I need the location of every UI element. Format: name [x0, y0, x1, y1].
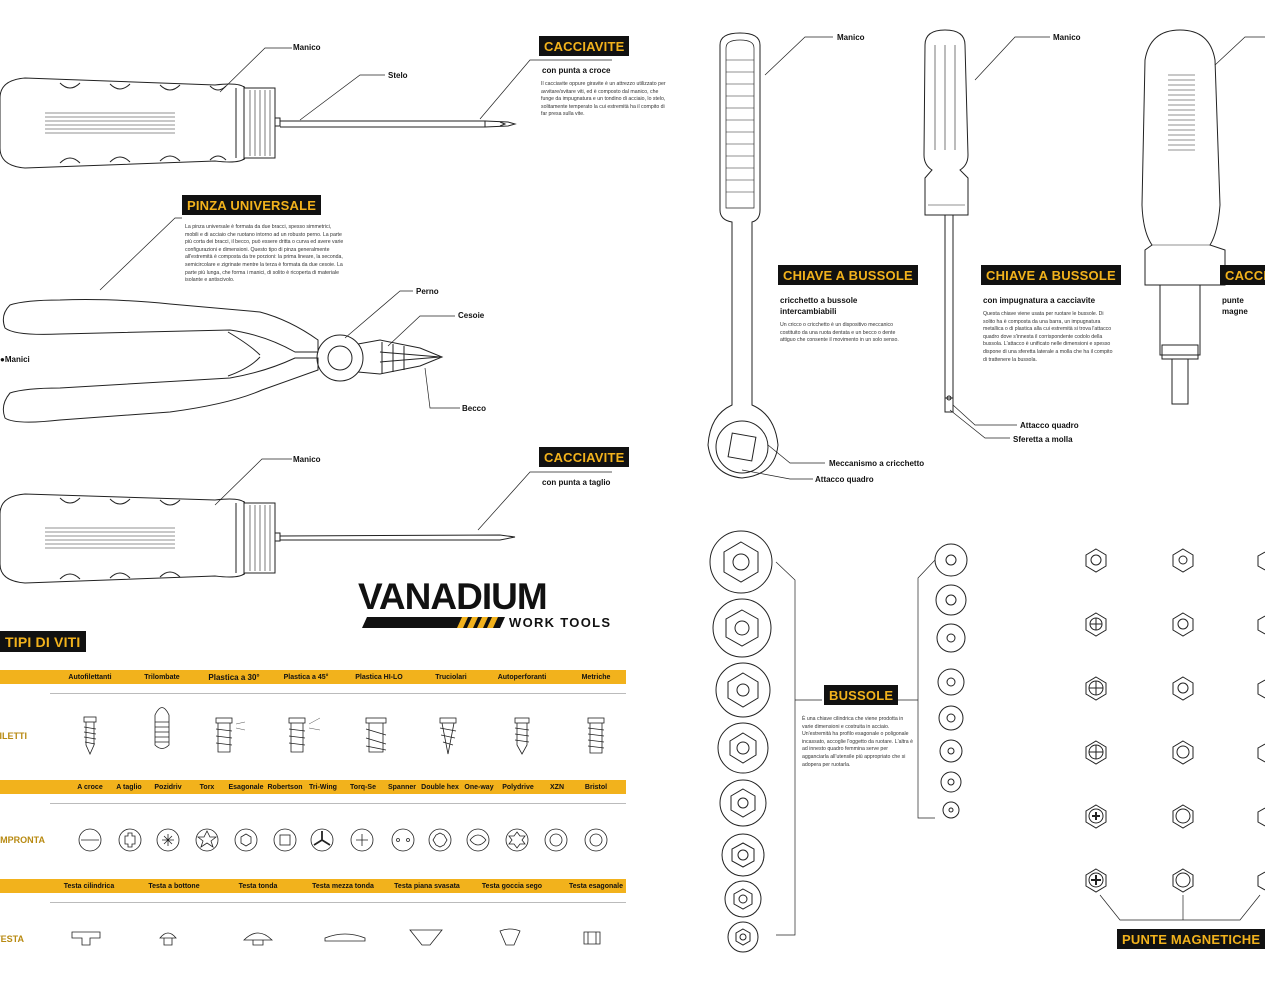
screwdriver-flat-subtitle: con punta a taglio — [542, 478, 611, 487]
divider — [50, 803, 626, 804]
head-header: Testa esagonale — [569, 883, 623, 890]
pliers-shears-label: Cesoie — [458, 311, 485, 320]
screw-types-title: TIPI DI VITI — [0, 631, 86, 652]
sockets-large-drawing — [709, 530, 773, 953]
screwdriver-cross-drawing — [0, 77, 517, 169]
screw-head-drawings — [71, 928, 601, 946]
ratchet-drive-label: Attacco quadro — [815, 475, 874, 484]
head-header: Testa piana svasata — [394, 883, 460, 890]
ratchet-drawing — [707, 32, 779, 479]
divider — [50, 902, 626, 903]
thread-header: Metriche — [581, 674, 611, 681]
drive-header: Tri-Wing — [309, 784, 337, 791]
pliers-description: La pinza universale è formata da due bra… — [185, 224, 344, 284]
socket-driver-subtitle: con impugnatura a cacciavite — [983, 296, 1096, 305]
socket-driver-ball-label: Sferetta a molla — [1013, 435, 1073, 444]
drive-header: Double hex — [421, 784, 459, 791]
pliers-pivot-label: Perno — [416, 287, 439, 296]
head-header: Testa tonda — [238, 883, 278, 890]
drives-header-band — [0, 780, 626, 794]
threads-row-label: FILETTI — [0, 731, 27, 741]
bit-driver-subtitle: punte magne intercambia — [1222, 296, 1248, 316]
socket-driver-handle-label: Manico — [1053, 33, 1081, 42]
drives-row-label: IMPRONTA — [0, 835, 45, 845]
pliers-handles-text: Manici — [4, 355, 30, 364]
drive-header: Robertson — [267, 784, 303, 791]
head-header: Testa mezza tonda — [312, 883, 374, 890]
pliers-drawing — [2, 299, 444, 423]
bullet-icon: ● — [0, 355, 5, 364]
screwdriver-cross-title: CACCIAVITE — [539, 36, 630, 56]
drive-header: Bristol — [584, 784, 608, 791]
screwdriver-flat-drawing — [0, 493, 516, 584]
thread-header: Autoperforanti — [497, 674, 547, 681]
pliers-title: PINZA UNIVERSALE — [182, 195, 322, 215]
drive-header: Spanner — [387, 784, 417, 791]
ratchet-handle-label: Manico — [837, 33, 865, 42]
head-header: Testa a bottone — [148, 883, 200, 890]
socket-driver-title: CHIAVE A BUSSOLE — [981, 265, 1121, 285]
screwdriver-cross-shaft-label: Stelo — [388, 71, 408, 80]
bit-driver-title: CACCIA — [1220, 265, 1265, 285]
sockets-description: È una chiave cilindrica che viene prodot… — [802, 716, 913, 768]
drive-header: A taglio — [116, 784, 142, 791]
drive-header: A croce — [77, 784, 103, 791]
heads-header-band — [0, 879, 626, 893]
drive-header: Pozidriv — [154, 784, 182, 791]
brand-tagline: WORK TOOLS — [509, 615, 612, 630]
thread-header: Autofilettanti — [68, 674, 112, 681]
thread-header: Trilombate — [144, 674, 180, 681]
pliers-handles-label: ●Manici — [0, 355, 30, 364]
drive-header: One-way — [464, 784, 494, 791]
thread-header: Plastica HI-LO — [355, 674, 403, 681]
screwdriver-cross-description: Il cacciavite oppure giravite è un attre… — [541, 81, 666, 118]
screw-drive-drawings — [78, 828, 608, 852]
head-header: Testa cilindrica — [63, 883, 115, 890]
pliers-jaw-label: Becco — [462, 404, 487, 413]
magnetic-bits-title: PUNTE MAGNETICHE — [1117, 929, 1265, 949]
heads-row-label: TESTA — [0, 934, 24, 944]
sockets-small-drawing — [934, 543, 968, 819]
divider — [50, 693, 626, 694]
drive-header: Torq-Se — [350, 784, 376, 791]
screw-thread-drawings — [83, 707, 605, 755]
ratchet-title: CHIAVE A BUSSOLE — [778, 265, 918, 285]
drive-header: Esagonale — [228, 784, 264, 791]
thread-header: Plastica a 30° — [208, 673, 260, 682]
drive-header: XZN — [550, 784, 564, 791]
screwdriver-flat-handle-label: Manico — [293, 455, 321, 464]
thread-header: Plastica a 45° — [283, 674, 329, 681]
ratchet-mechanism-label: Meccanismo a cricchetto — [829, 459, 925, 468]
head-header: Testa goccia sego — [481, 883, 543, 890]
screwdriver-flat-title: CACCIAVITE — [539, 447, 630, 467]
screwdriver-cross-handle-label: Manico — [293, 43, 321, 52]
screwdriver-cross-subtitle: con punta a croce — [542, 66, 611, 75]
drive-header: Polydrive — [502, 784, 534, 791]
logo-stripe — [362, 617, 505, 628]
socket-driver-drawing — [923, 29, 969, 413]
magnetic-bits-drawing — [1085, 548, 1265, 893]
socket-driver-drive-label: Attacco quadro — [1020, 421, 1079, 430]
bit-driver-drawing — [1141, 29, 1226, 405]
thread-header: Truciolari — [435, 674, 467, 681]
brand-logo: VANADIUM — [358, 576, 548, 617]
threads-header-band — [0, 670, 626, 684]
sockets-title: BUSSOLE — [824, 685, 899, 705]
socket-driver-description: Questa chiave viene usata per ruotare le… — [983, 311, 1113, 363]
ratchet-description: Un cricco o cricchetto è un dispositivo … — [780, 322, 899, 344]
drive-header: Torx — [199, 784, 215, 791]
ratchet-subtitle: cricchetto a bussole intercambiabili — [780, 296, 858, 316]
